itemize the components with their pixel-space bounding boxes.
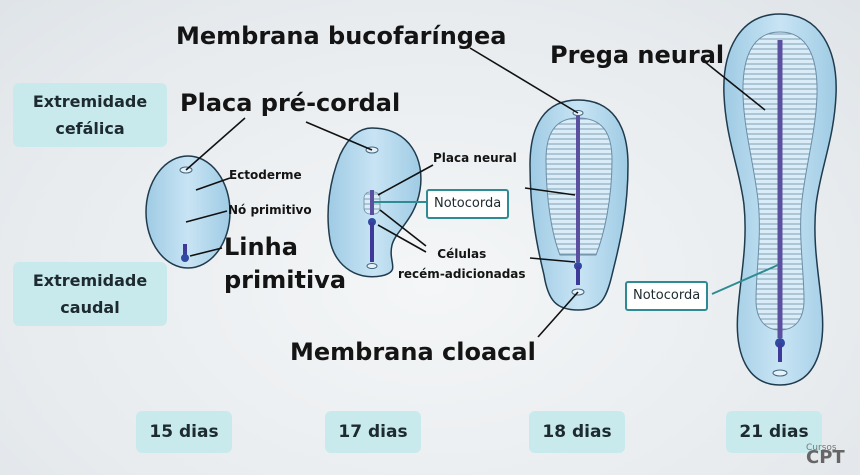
notochord-leaders: [374, 201, 779, 295]
celulas-line2: recém-adicionadas: [398, 267, 526, 281]
leader-lines: [185, 47, 766, 338]
cursos-cpt-logo: Cursos CPT: [806, 443, 845, 468]
embryo-18-days: [529, 99, 629, 311]
embryo-15-days: [145, 155, 231, 269]
callout-notocorda-17: Notocorda: [426, 189, 510, 219]
label-placa-precordal: Placa pré-cordal: [180, 89, 401, 117]
celulas-line1: Células: [437, 247, 487, 261]
logo-small-text: Cursos: [806, 443, 837, 453]
embryo-21-days: [723, 13, 837, 386]
day-17-box: 17 dias: [325, 411, 421, 453]
label-linha-primitiva: Linha primitiva: [224, 231, 346, 297]
cephalic-line2: cefálica: [55, 119, 125, 138]
label-prega-neural: Prega neural: [550, 41, 725, 69]
cephalic-end-box: Extremidade cefálica: [13, 83, 167, 147]
cephalic-line1: Extremidade: [32, 92, 148, 111]
day-18-box: 18 dias: [529, 411, 625, 453]
label-placa-neural: Placa neural: [433, 151, 517, 165]
day-21-box: 21 dias: [726, 411, 822, 453]
caudal-line1: Extremidade: [32, 271, 148, 290]
linha-line1: Linha: [224, 233, 298, 261]
label-no-primitivo: Nó primitivo: [228, 203, 312, 217]
callout-notocorda-21: Notocorda: [625, 281, 709, 311]
label-celulas: Células recém-adicionadas: [398, 244, 526, 284]
caudal-end-box: Extremidade caudal: [13, 262, 167, 326]
label-ectoderme: Ectoderme: [229, 168, 302, 182]
label-membrana-bucofaringea: Membrana bucofaríngea: [176, 22, 507, 50]
caudal-line2: caudal: [60, 298, 120, 317]
logo-big-text: CPT: [806, 447, 845, 468]
day-15-box: 15 dias: [136, 411, 232, 453]
linha-line2: primitiva: [224, 266, 347, 294]
label-membrana-cloacal: Membrana cloacal: [290, 338, 536, 366]
